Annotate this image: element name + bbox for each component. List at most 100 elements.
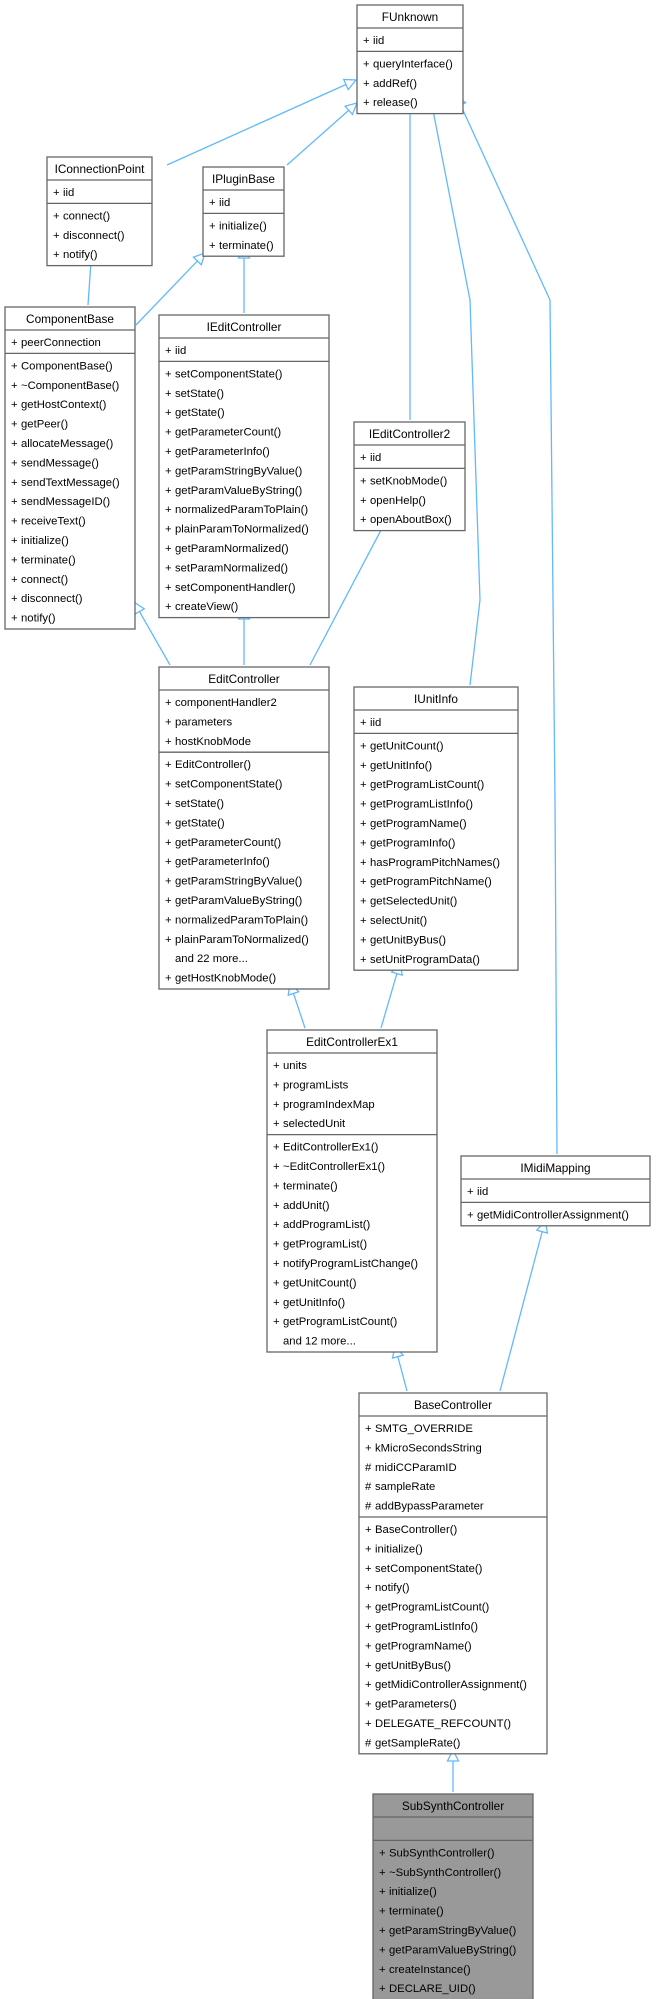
method-name: ComponentBase() [21, 360, 113, 372]
edge-line [309, 522, 386, 666]
inherits-edit-controller-ex1-from-edit-controller [287, 981, 306, 1029]
method-visibility: + [365, 1679, 372, 1691]
method-name: BaseController() [375, 1524, 457, 1536]
edge-line [292, 993, 306, 1029]
edge-line [138, 611, 171, 666]
method-name: getMidiControllerAssignment() [375, 1679, 527, 1691]
inherits-iunit-info-from-funknown [425, 93, 481, 686]
class-box-frame [353, 686, 519, 971]
inherits-edit-controller-ex1-from-iunit-info [380, 961, 404, 1029]
attribute-name: iid [373, 35, 384, 47]
class-box-iedit-controller2: IEditController2+iid+setKnobMode()+openH… [353, 421, 466, 532]
method-name: receiveText() [21, 516, 86, 528]
method-name: notify() [375, 1582, 410, 1594]
edge-line [166, 83, 347, 166]
method-visibility: + [365, 1543, 372, 1555]
method-visibility: + [365, 1582, 372, 1594]
class-title: FUnknown [382, 10, 438, 24]
attribute-visibility: + [209, 197, 216, 209]
method-visibility: + [165, 914, 172, 926]
attribute-visibility: + [467, 1186, 474, 1198]
method-name: addRef() [373, 78, 417, 90]
method-visibility: + [165, 895, 172, 907]
attribute-name: kMicroSecondsString [375, 1442, 482, 1454]
attribute-visibility: + [165, 697, 172, 709]
class-title: ComponentBase [26, 312, 114, 326]
method-name: ~EditControllerEx1() [283, 1161, 385, 1173]
attribute-name: midiCCParamID [375, 1462, 457, 1474]
attribute-name: iid [63, 187, 74, 199]
method-visibility: + [273, 1161, 280, 1173]
method-visibility: + [273, 1219, 280, 1231]
method-visibility: + [165, 407, 172, 419]
method-name: getPeer() [21, 419, 68, 431]
method-name: openAboutBox() [370, 514, 452, 526]
attribute-visibility: + [11, 337, 18, 349]
method-visibility: + [209, 240, 216, 252]
method-name: ~SubSynthController() [389, 1867, 501, 1879]
attribute-name: iid [477, 1186, 488, 1198]
method-visibility: + [11, 535, 18, 547]
method-name: getSampleRate() [375, 1737, 461, 1749]
method-visibility: + [360, 495, 367, 507]
method-name: connect() [63, 210, 110, 222]
class-title: IPluginBase [212, 172, 275, 186]
inherits-imidi-mapping-from-funknown [454, 93, 558, 1155]
class-box-iunit-info: IUnitInfo+iid+getUnitCount()+getUnitInfo… [353, 686, 519, 971]
attribute-name: hostKnobMode [175, 736, 251, 748]
method-visibility: + [360, 876, 367, 888]
method-name: notify() [63, 249, 98, 261]
edge-line [380, 973, 398, 1029]
method-name: setState() [175, 388, 224, 400]
inheritance-arrowhead-icon [192, 251, 207, 266]
class-title: SubSynthController [402, 1799, 504, 1813]
method-visibility: + [365, 1621, 372, 1633]
class-box-frame [158, 666, 330, 990]
attribute-name: peerConnection [21, 337, 101, 349]
method-visibility: + [165, 601, 172, 613]
method-name: getParamStringByValue() [175, 465, 302, 477]
attribute-visibility: + [165, 345, 172, 357]
method-name: getUnitByBus() [370, 934, 446, 946]
method-visibility: + [11, 360, 18, 372]
method-visibility: + [379, 1983, 386, 1995]
method-visibility: + [365, 1660, 372, 1672]
method-name: getProgramPitchName() [370, 876, 492, 888]
method-name: getUnitInfo() [283, 1297, 345, 1309]
method-name: setState() [175, 798, 224, 810]
method-name: initialize() [375, 1543, 423, 1555]
method-visibility: + [165, 427, 172, 439]
method-name: getParamValueByString() [175, 895, 302, 907]
method-visibility: + [11, 438, 18, 450]
method-name: getParamStringByValue() [389, 1925, 516, 1937]
method-name: getProgramInfo() [370, 837, 456, 849]
method-visibility: + [165, 837, 172, 849]
method-name: terminate() [283, 1180, 338, 1192]
attribute-visibility: + [165, 736, 172, 748]
edge-line [286, 109, 350, 166]
inherits-iplugin-base-from-funknown [286, 102, 359, 166]
attribute-visibility: # [365, 1462, 372, 1474]
method-visibility: + [365, 1640, 372, 1652]
method-name: getProgramName() [370, 818, 467, 830]
class-nodes: FUnknown+iid+queryInterface()+addRef()+r… [4, 4, 651, 1999]
method-name: terminate() [389, 1906, 444, 1918]
method-name: terminate() [21, 554, 76, 566]
inheritance-arrowhead-icon [343, 102, 359, 116]
class-box-frame [356, 4, 464, 115]
method-visibility: + [365, 1563, 372, 1575]
method-visibility: + [360, 934, 367, 946]
method-name: DECLARE_UID() [389, 1983, 476, 1995]
class-title: IMidiMapping [520, 1161, 590, 1175]
class-box-component-base: ComponentBase+peerConnection+ComponentBa… [4, 306, 136, 630]
method-visibility: + [11, 574, 18, 586]
method-name: EditController() [175, 759, 251, 771]
method-name: getHostKnobMode() [175, 973, 276, 985]
class-box-funknown: FUnknown+iid+queryInterface()+addRef()+r… [356, 4, 464, 115]
attribute-visibility: + [53, 187, 60, 199]
method-name: plainParamToNormalized() [175, 934, 309, 946]
attribute-name: programIndexMap [283, 1099, 375, 1111]
edge-line [459, 104, 558, 1155]
method-visibility: + [360, 837, 367, 849]
method-name: initialize() [389, 1886, 437, 1898]
